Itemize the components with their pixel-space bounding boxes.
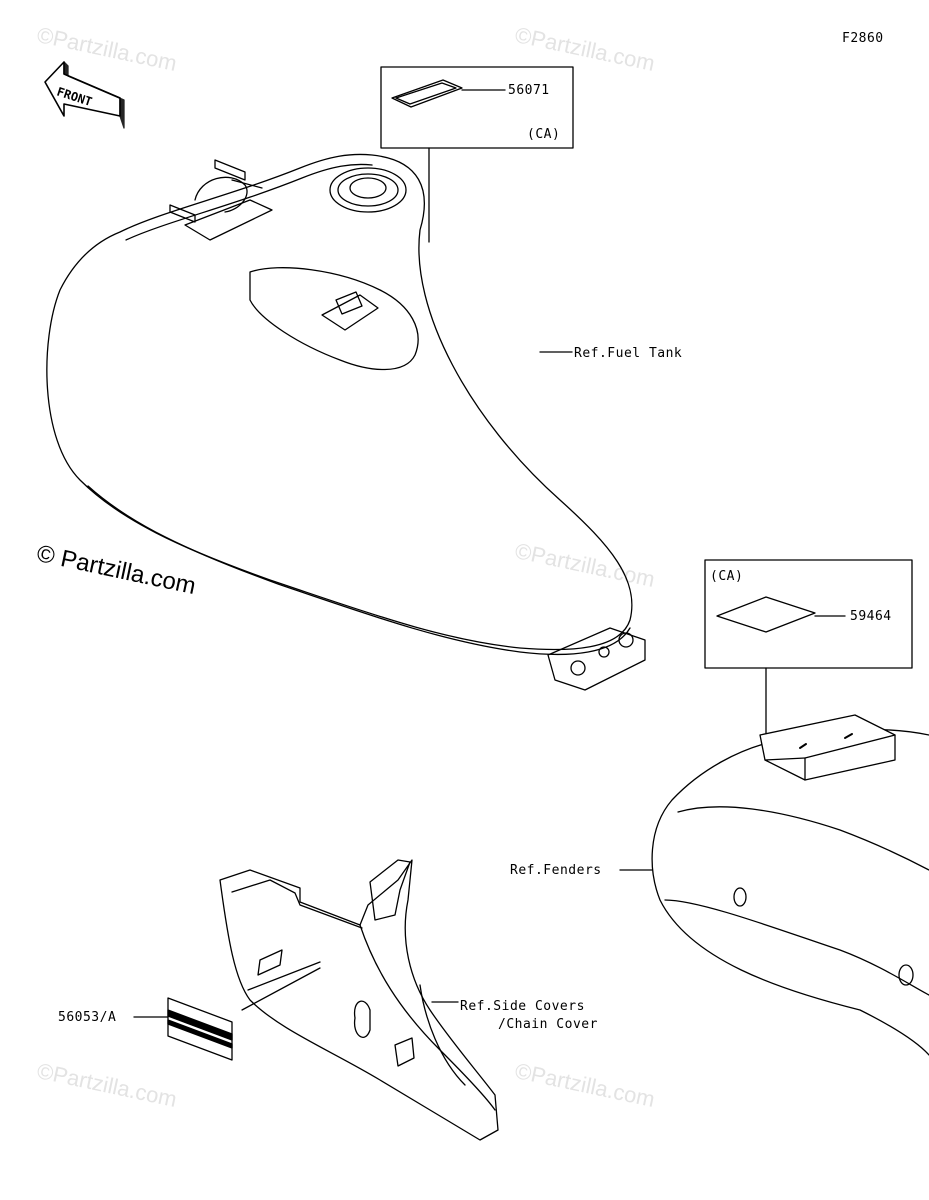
callout-box-59464 [704, 559, 913, 753]
label-56053-a [133, 997, 233, 1061]
fuel-tank [46, 153, 646, 691]
part-number-56053-a: 56053/A [58, 1010, 117, 1025]
rear-fender [619, 714, 929, 1056]
part-number-59464: 59464 [850, 609, 892, 624]
diagram-id: F2860 [842, 31, 884, 46]
side-cover [219, 859, 499, 1141]
callout-box-56071 [380, 66, 574, 243]
front-arrow-icon: FRONT [44, 61, 125, 129]
ref-chain-cover: /Chain Cover [498, 1017, 598, 1032]
region-tag-ca: (CA) [527, 127, 561, 142]
region-tag-ca: (CA) [710, 569, 744, 584]
part-number-56071: 56071 [508, 83, 550, 98]
ref-fuel-tank: Ref.Fuel Tank [574, 346, 683, 361]
ref-side-covers: Ref.Side Covers [460, 999, 585, 1014]
ref-fenders: Ref.Fenders [510, 863, 602, 878]
